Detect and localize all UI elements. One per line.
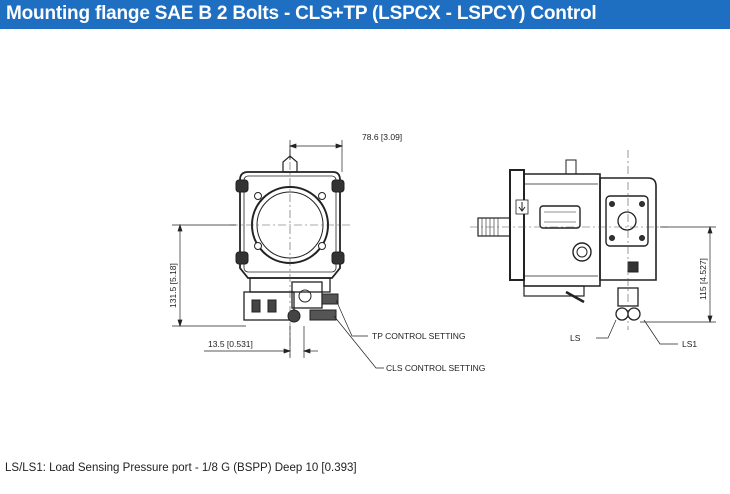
dim-top-width: 78.6 [3.09] [362,132,402,142]
dim-left-height: 131.5 [5.18] [168,263,178,308]
dim-right-height: 115 [4.527] [698,258,708,300]
callout-ls1: LS1 [682,339,697,349]
title-bar: Mounting flange SAE B 2 Bolts - CLS+TP (… [0,0,730,29]
footnote: LS/LS1: Load Sensing Pressure port - 1/8… [5,462,357,474]
dim-bottom-offset: 13.5 [0.531] [208,339,253,349]
callout-tp-control-setting: TP CONTROL SETTING [372,331,466,341]
side-view-pump [477,159,657,321]
technical-drawing: 78.6 [3.09] 131.5 [5.18] 13.5 [0.531] 11… [168,132,716,373]
callout-ls: LS [570,333,581,343]
callout-cls-control-setting: CLS CONTROL SETTING [386,363,485,373]
page-title: Mounting flange SAE B 2 Bolts - CLS+TP (… [6,3,597,24]
